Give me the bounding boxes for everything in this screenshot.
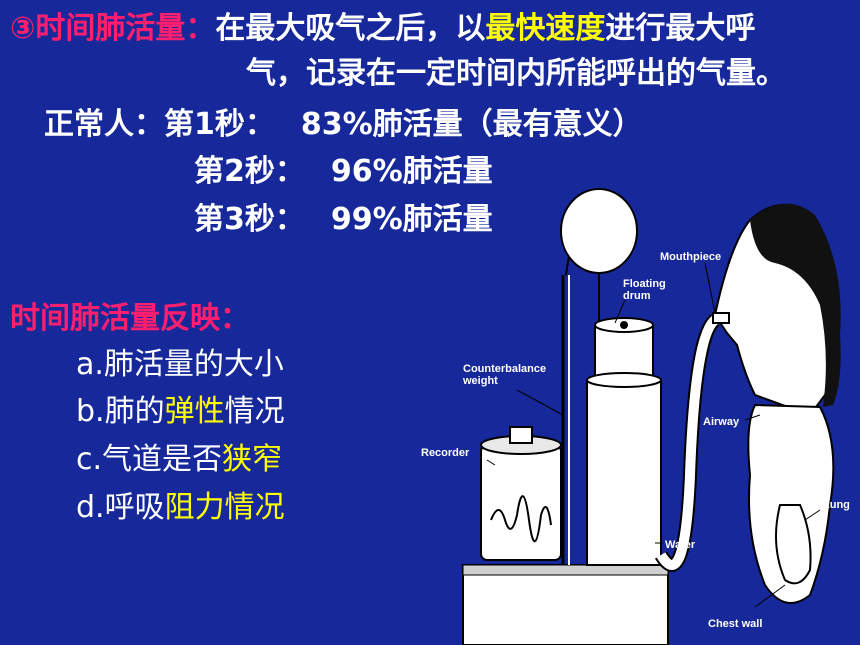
- reflect-text-a: 肺活量的大小: [103, 347, 284, 382]
- label-airway: Airway: [703, 416, 740, 428]
- normal-row-2: 第2秒： 96%肺活量: [194, 155, 493, 189]
- label-floating-drum-2: drum: [623, 290, 651, 302]
- normal-value-1: 83%肺活量（最有意义）: [300, 107, 643, 142]
- floating-drum-top: [560, 188, 638, 274]
- definition-text-c: 进行最大呼: [605, 11, 756, 46]
- term-title: 时间肺活量: [35, 11, 186, 46]
- normal-row-1: 正常人：第1秒： 83%肺活量（最有意义）: [44, 108, 643, 142]
- term-colon: ：: [185, 11, 216, 46]
- label-water: Water: [665, 539, 696, 551]
- reflect-highlight-d: 阻力情况: [164, 490, 285, 525]
- recorder-drum: [480, 444, 562, 561]
- mouthpiece: [712, 312, 730, 324]
- normal-sec-3: 第3秒：: [194, 202, 305, 237]
- water-tank: [586, 379, 662, 566]
- reflect-item-c: c.气道是否狭窄: [76, 443, 282, 477]
- person-torso: [747, 403, 835, 604]
- reflect-text-b-post: 情况: [224, 394, 285, 429]
- label-mouthpiece: Mouthpiece: [660, 251, 721, 263]
- reflect-highlight-c: 狭窄: [222, 442, 283, 477]
- reflect-item-a: a.肺活量的大小: [76, 348, 284, 382]
- definition-text-a: 在最大吸气之后，以: [215, 11, 486, 46]
- reflect-highlight-b: 弹性: [164, 394, 225, 429]
- reflect-prefix-d: d.: [76, 490, 105, 525]
- reflect-prefix-c: c.: [76, 442, 103, 477]
- label-counterbalance-2: weight: [462, 375, 498, 387]
- definition-highlight: 最快速度: [485, 11, 606, 46]
- base-platform: [462, 564, 669, 645]
- normal-label: 正常人：: [44, 107, 164, 142]
- definition-line-1: ③时间肺活量：在最大吸气之后，以最快速度进行最大呼: [10, 12, 755, 46]
- normal-sec-2: 第2秒：: [194, 154, 305, 189]
- reflect-item-b: b.肺的弹性情况: [76, 395, 285, 429]
- label-chest-wall: Chest wall: [708, 618, 762, 630]
- label-counterbalance-1: Counterbalance: [463, 363, 546, 375]
- label-floating-drum-1: Floating: [623, 278, 666, 290]
- reflect-item-d: d.呼吸阻力情况: [76, 491, 285, 525]
- recorder-trace: [490, 495, 552, 543]
- label-lung: Lung: [823, 499, 850, 511]
- person-hair: [750, 203, 841, 407]
- lung-shape: [775, 504, 812, 585]
- definition-line-2: 气，记录在一定时间内所能呼出的气量。: [246, 56, 786, 91]
- normal-value-2: 96%肺活量: [330, 154, 493, 189]
- reflect-text-d: 呼吸: [104, 490, 165, 525]
- spirometer-diagram: Mouthpiece Floating drum Counterbalance …: [421, 188, 850, 645]
- normal-row-3: 第3秒： 99%肺活量: [194, 203, 493, 237]
- label-recorder: Recorder: [421, 447, 470, 459]
- reflect-prefix-a: a.: [76, 347, 104, 382]
- normal-value-3: 99%肺活量: [330, 202, 493, 237]
- reflect-title: 时间肺活量反映：: [10, 301, 250, 336]
- item-marker: ③: [10, 11, 36, 46]
- normal-sec-1: 第1秒：: [164, 107, 275, 142]
- reflect-text-b: 肺的: [104, 394, 165, 429]
- reflect-prefix-b: b.: [76, 394, 105, 429]
- reflect-text-c: 气道是否: [102, 442, 223, 477]
